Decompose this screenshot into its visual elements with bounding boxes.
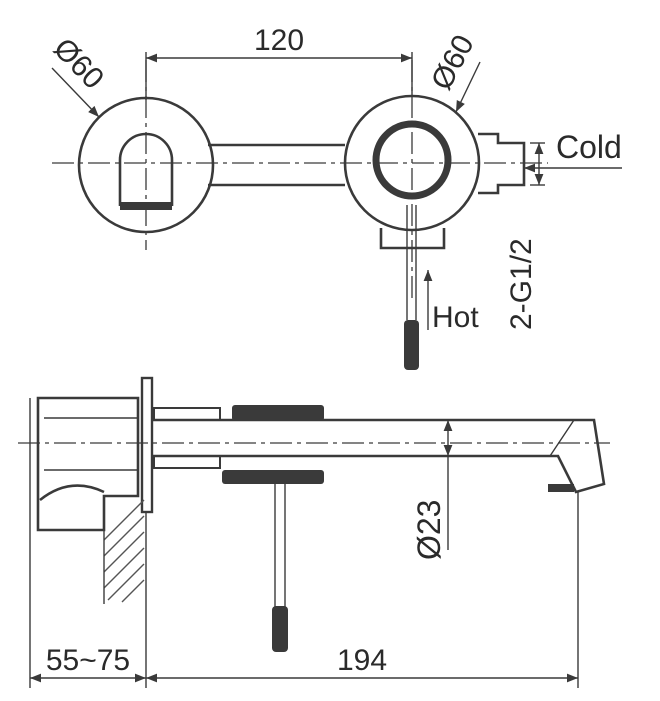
spout-outlet-tip [120, 202, 172, 210]
wall-depth-text: 55~75 [46, 644, 130, 677]
dim-text-120: 120 [254, 24, 304, 57]
left-diameter-text: Ø60 [47, 32, 110, 96]
spout-diameter-text: Ø23 [411, 500, 447, 560]
mixer-bottom-cap [222, 470, 324, 484]
in-wall-body [36, 396, 140, 532]
side-view: Ø23 55~75 194 [18, 376, 610, 688]
thread-label: 2-G1/2 [505, 238, 538, 330]
cold-label: Cold [556, 129, 622, 165]
right-diameter-leader [455, 61, 481, 113]
in-wall-valve-curve [39, 484, 105, 502]
mixer-top-cap [232, 405, 324, 421]
left-diameter-leader [51, 67, 100, 118]
mixer-collar-top [153, 407, 221, 421]
hot-inlet-stub [379, 228, 446, 250]
spout-outlet-shape [118, 132, 174, 206]
mixer-cartridge-ring [372, 120, 452, 200]
spout-bend-line [549, 419, 575, 457]
top-view: 120 Ø60 Ø60 Cold 2-G1/2 Hot [47, 24, 622, 370]
spout-length-text: 194 [337, 644, 387, 677]
spout-body [152, 418, 606, 494]
hot-label: Hot [432, 301, 479, 334]
side-handle-grip [272, 606, 288, 652]
handle-grip [404, 320, 419, 370]
spout-aerator [548, 484, 574, 492]
wall-hatching [103, 499, 145, 604]
wall-plate [140, 376, 154, 514]
mixer-collar-bottom [153, 455, 221, 469]
right-diameter-text: Ø60 [425, 30, 481, 96]
